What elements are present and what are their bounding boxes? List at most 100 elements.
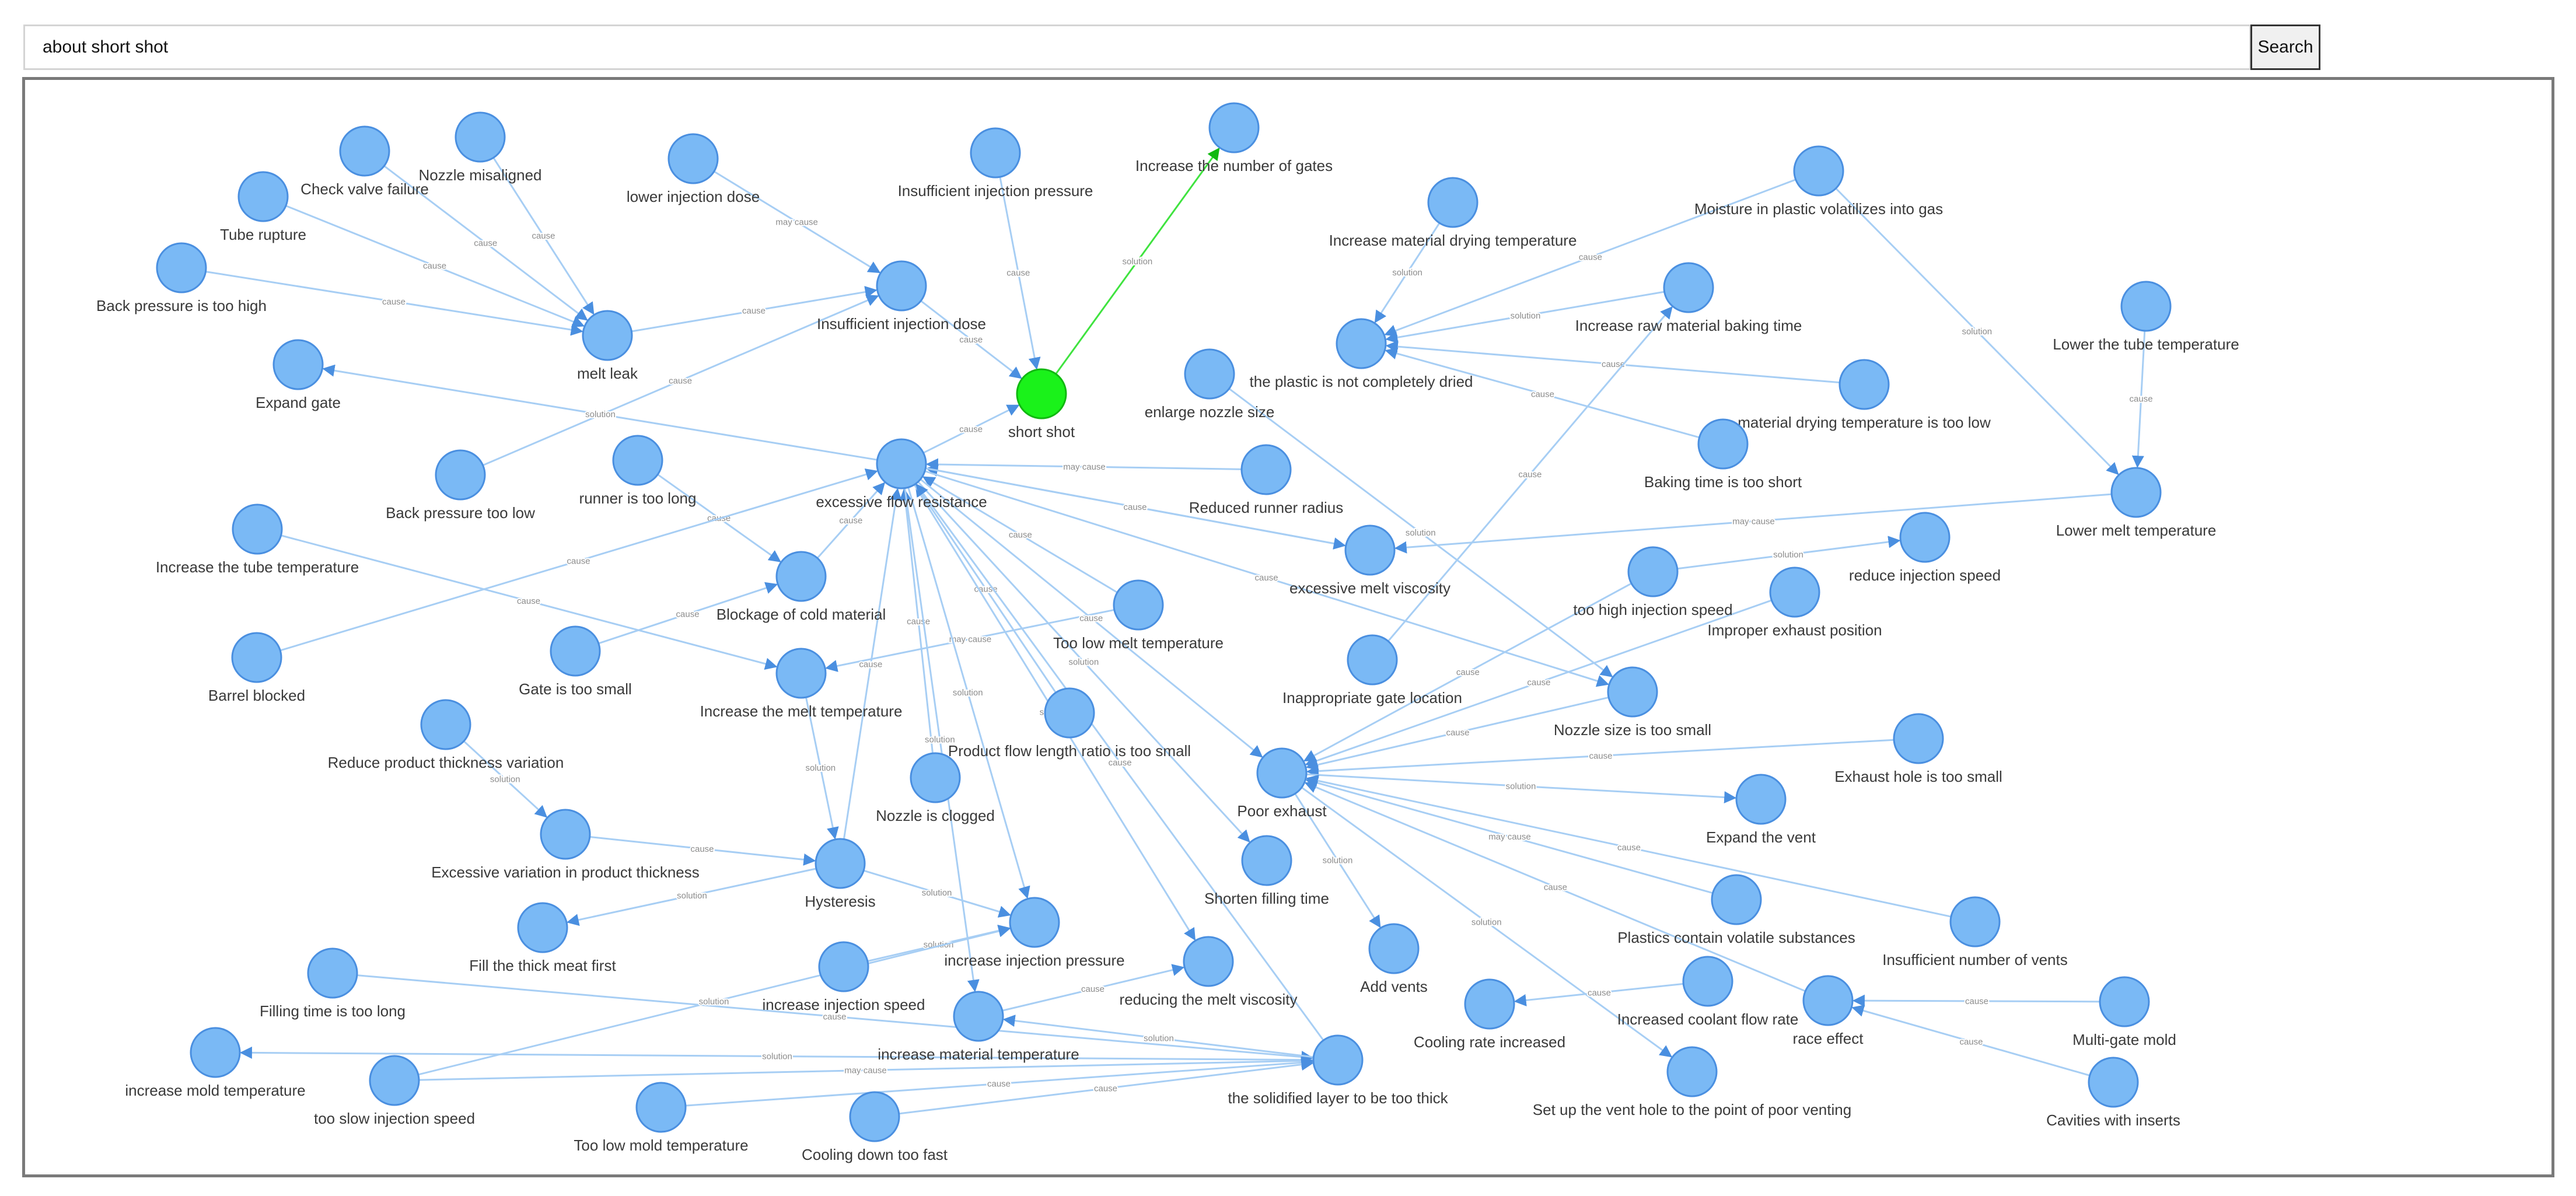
graph-node-nozzle_small[interactable]: Nozzle size is too small <box>1554 666 1711 739</box>
graph-node-high_inj_speed[interactable]: too high injection speed <box>1573 546 1733 618</box>
graph-edge-cooling_fast-to-solidified[interactable] <box>899 1058 1314 1115</box>
node-circle[interactable] <box>1607 666 1658 718</box>
node-circle[interactable] <box>1697 418 1749 470</box>
node-circle[interactable] <box>190 1027 241 1078</box>
graph-node-melt_leak[interactable]: melt leak <box>577 310 638 382</box>
graph-node-inc_melt_temp[interactable]: Increase the melt temperature <box>700 648 903 720</box>
graph-node-filling_long[interactable]: Filling time is too long <box>260 947 406 1020</box>
node-circle[interactable] <box>1893 713 1944 764</box>
graph-node-tube_rupture[interactable]: Tube rupture <box>220 171 306 243</box>
graph-edge-multi_gate-to-race_effect[interactable] <box>1852 994 2100 1007</box>
node-circle[interactable] <box>1735 774 1787 825</box>
node-circle[interactable] <box>307 947 358 999</box>
node-circle[interactable] <box>1113 579 1164 631</box>
graph-node-barrel_blocked[interactable]: Barrel blocked <box>208 632 305 704</box>
graph-node-inc_tube_temp[interactable]: Increase the tube temperature <box>156 503 359 576</box>
node-circle[interactable] <box>876 438 927 489</box>
graph-node-add_vents[interactable]: Add vents <box>1360 923 1428 995</box>
graph-edge-short_shot-to-increase_gates[interactable] <box>1055 147 1220 375</box>
node-circle[interactable] <box>156 242 207 293</box>
graph-node-baking_short[interactable]: Baking time is too short <box>1644 418 1802 491</box>
graph-node-reduce_inj_speed[interactable]: reduce injection speed <box>1849 512 2001 584</box>
graph-node-cooling_fast[interactable]: Cooling down too fast <box>802 1091 948 1163</box>
graph-edge-inc_tube_temp-to-inc_melt_temp[interactable] <box>281 534 778 670</box>
node-circle[interactable] <box>1627 546 1679 597</box>
graph-node-race_effect[interactable]: race effect <box>1793 975 1864 1047</box>
graph-edge-poor_exhaust-to-vent_hole[interactable] <box>1301 786 1673 1058</box>
graph-edge-nozzle_misaligned-to-melt_leak[interactable] <box>492 157 595 315</box>
graph-node-short_shot[interactable]: short shot <box>1008 368 1075 440</box>
graph-node-inc_dry_temp[interactable]: Increase material drying temperature <box>1329 177 1577 249</box>
node-circle[interactable] <box>339 125 390 177</box>
graph-node-inapp_gate[interactable]: Inappropriate gate location <box>1282 634 1462 707</box>
graph-node-lower_melt_temp[interactable]: Lower melt temperature <box>2056 467 2217 539</box>
graph-edge-inc_baking-to-not_dried[interactable] <box>1385 291 1665 344</box>
graph-node-inc_inj_speed[interactable]: increase injection speed <box>763 941 925 1013</box>
graph-node-cavities[interactable]: Cavities with inserts <box>2046 1057 2180 1129</box>
graph-edge-slow_inj_speed-to-inc_inj_pressure[interactable] <box>418 925 1011 1076</box>
graph-edge-lower_melt_temp-to-excess_visc[interactable] <box>1394 493 2112 554</box>
graph-edge-high_inj_speed-to-poor_exhaust[interactable] <box>1303 582 1632 762</box>
graph-node-solidified[interactable]: the solidified layer to be too thick <box>1228 1034 1449 1107</box>
graph-edge-moisture-to-not_dried[interactable] <box>1384 179 1796 337</box>
graph-edge-check_valve-to-melt_leak[interactable] <box>383 165 588 321</box>
node-circle[interactable] <box>1464 978 1515 1030</box>
node-circle[interactable] <box>1312 1034 1364 1086</box>
graph-edge-melt_leak-to-insuff_dose[interactable] <box>631 286 878 333</box>
graph-node-poor_exhaust[interactable]: Poor exhaust <box>1237 747 1327 820</box>
node-circle[interactable] <box>232 503 283 555</box>
node-circle[interactable] <box>1666 1046 1718 1097</box>
graph-edge-moisture-to-lower_melt_temp[interactable] <box>1835 187 2119 475</box>
node-circle[interactable] <box>612 435 663 486</box>
graph-node-improper_exhaust[interactable]: Improper exhaust position <box>1707 566 1882 639</box>
node-circle[interactable] <box>517 902 568 953</box>
graph-node-low_melt_temp[interactable]: Too low melt temperature <box>1053 579 1224 652</box>
node-circle[interactable] <box>435 449 486 501</box>
graph-edge-solidified-to-inc_mat_temp[interactable] <box>1002 1015 1314 1058</box>
node-circle[interactable] <box>818 941 869 992</box>
node-circle[interactable] <box>1838 359 1890 410</box>
graph-edge-poor_exhaust-to-add_vents[interactable] <box>1294 793 1381 928</box>
node-circle[interactable] <box>849 1091 900 1142</box>
node-circle[interactable] <box>455 111 506 163</box>
node-circle[interactable] <box>1344 524 1396 576</box>
graph-edge-volatile-to-poor_exhaust[interactable] <box>1305 777 1713 894</box>
graph-node-nozzle_clogged[interactable]: Nozzle is clogged <box>876 752 995 824</box>
graph-node-gate_small[interactable]: Gate is too small <box>519 625 632 698</box>
graph-node-lower_tube_temp[interactable]: Lower the tube temperature <box>2053 281 2239 353</box>
node-circle[interactable] <box>1793 145 1844 197</box>
graph-node-multi_gate[interactable]: Multi-gate mold <box>2072 976 2176 1048</box>
graph-edge-solidified-to-excess_flow[interactable] <box>915 483 1324 1041</box>
graph-node-not_dried[interactable]: the plastic is not completely dried <box>1250 318 1473 390</box>
graph-edge-tube_rupture-to-melt_leak[interactable] <box>285 205 585 328</box>
graph-edge-nozzle_small-to-poor_exhaust[interactable] <box>1305 697 1609 771</box>
graph-node-fill_thick[interactable]: Fill the thick meat first <box>469 902 616 974</box>
graph-edge-nozzle_clogged-to-excess_flow[interactable] <box>899 488 934 754</box>
graph-node-reduce_thickness_var[interactable]: Reduce product thickness variation <box>328 699 564 771</box>
graph-edge-inapp_gate-to-inc_baking[interactable] <box>1387 306 1673 642</box>
graph-node-insuff_dose[interactable]: Insufficient injection dose <box>817 260 986 333</box>
graph-node-volatile[interactable]: Plastics contain volatile substances <box>1617 874 1855 946</box>
graph-edge-low_melt_temp-to-inc_melt_temp[interactable] <box>825 609 1115 672</box>
graph-edge-cavities-to-race_effect[interactable] <box>1851 1005 2091 1076</box>
graph-edge-flow_ratio-to-excess_flow[interactable] <box>915 484 1057 694</box>
graph-edge-hysteresis-to-excess_flow[interactable] <box>843 488 902 840</box>
graph-edge-back_pressure_low-to-insuff_dose[interactable] <box>483 295 879 466</box>
node-circle[interactable] <box>1899 512 1951 563</box>
graph-node-insuff_pressure[interactable]: Insufficient injection pressure <box>898 127 1093 200</box>
graph-edge-lower_tube_temp-to-lower_melt_temp[interactable] <box>2131 330 2146 468</box>
node-circle[interactable] <box>1240 444 1292 495</box>
graph-node-inc_mat_temp[interactable]: increase material temperature <box>878 991 1079 1063</box>
graph-node-excess_visc[interactable]: excessive melt viscosity <box>1289 524 1450 597</box>
node-circle[interactable] <box>1241 835 1292 886</box>
graph-node-slow_inj_speed[interactable]: too slow injection speed <box>314 1055 475 1127</box>
graph-edge-back_pressure_high-to-melt_leak[interactable] <box>205 271 583 336</box>
node-circle[interactable] <box>237 171 289 222</box>
graph-node-runner_long[interactable]: runner is too long <box>579 435 697 507</box>
graph-edge-excess_flow-to-shorten_fill[interactable] <box>917 481 1250 843</box>
graph-edge-dry_temp_low-to-not_dried[interactable] <box>1385 340 1840 384</box>
graph-edge-excess_flow-to-expand_gate[interactable] <box>322 364 878 461</box>
graph-edge-high_inj_speed-to-reduce_inj_speed[interactable] <box>1677 536 1901 570</box>
node-circle[interactable] <box>420 699 471 750</box>
